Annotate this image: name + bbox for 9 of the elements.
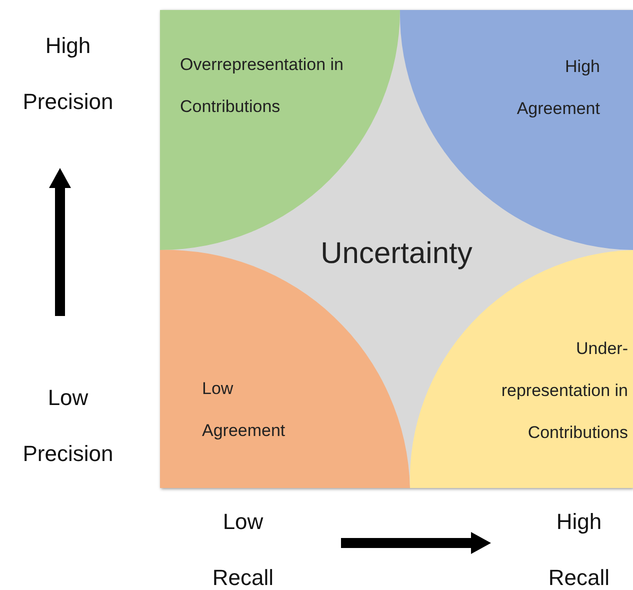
- center-label: Uncertainty: [320, 236, 474, 272]
- axis-label: Low Precision: [22, 384, 114, 468]
- region-label: Overrepresentation in Contributions: [180, 54, 344, 118]
- axis-label: Low Recall: [211, 508, 275, 590]
- region-label: Low Agreement: [202, 378, 286, 442]
- axis-label: High Precision: [22, 32, 114, 116]
- region-label: High Agreement: [516, 56, 600, 120]
- axis-label: High Recall: [547, 508, 611, 590]
- region-label: Under- representation in Contributions: [500, 338, 628, 444]
